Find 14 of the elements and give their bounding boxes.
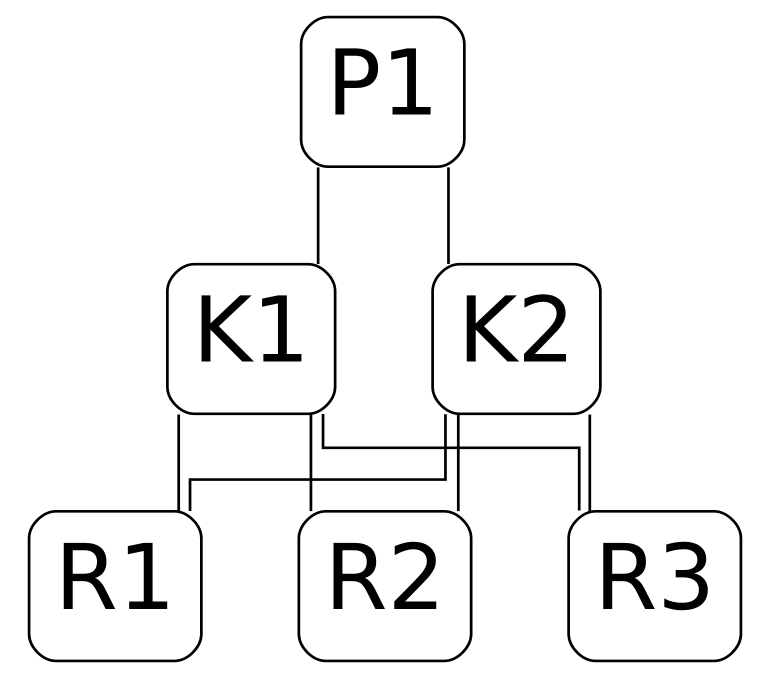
- node-box: R2: [297, 510, 472, 662]
- node-box: K1: [166, 262, 336, 416]
- connector: [446, 167, 450, 264]
- connector: [316, 167, 319, 264]
- node-box: R3: [566, 510, 742, 662]
- node-box: K2: [430, 262, 602, 416]
- node-box: P1: [299, 16, 466, 168]
- connector: [456, 414, 460, 512]
- connector: [176, 414, 180, 512]
- connector: [309, 414, 312, 512]
- connector: [188, 414, 446, 511]
- node-box: R1: [27, 510, 202, 662]
- connector: [321, 414, 580, 510]
- connector: [588, 414, 591, 512]
